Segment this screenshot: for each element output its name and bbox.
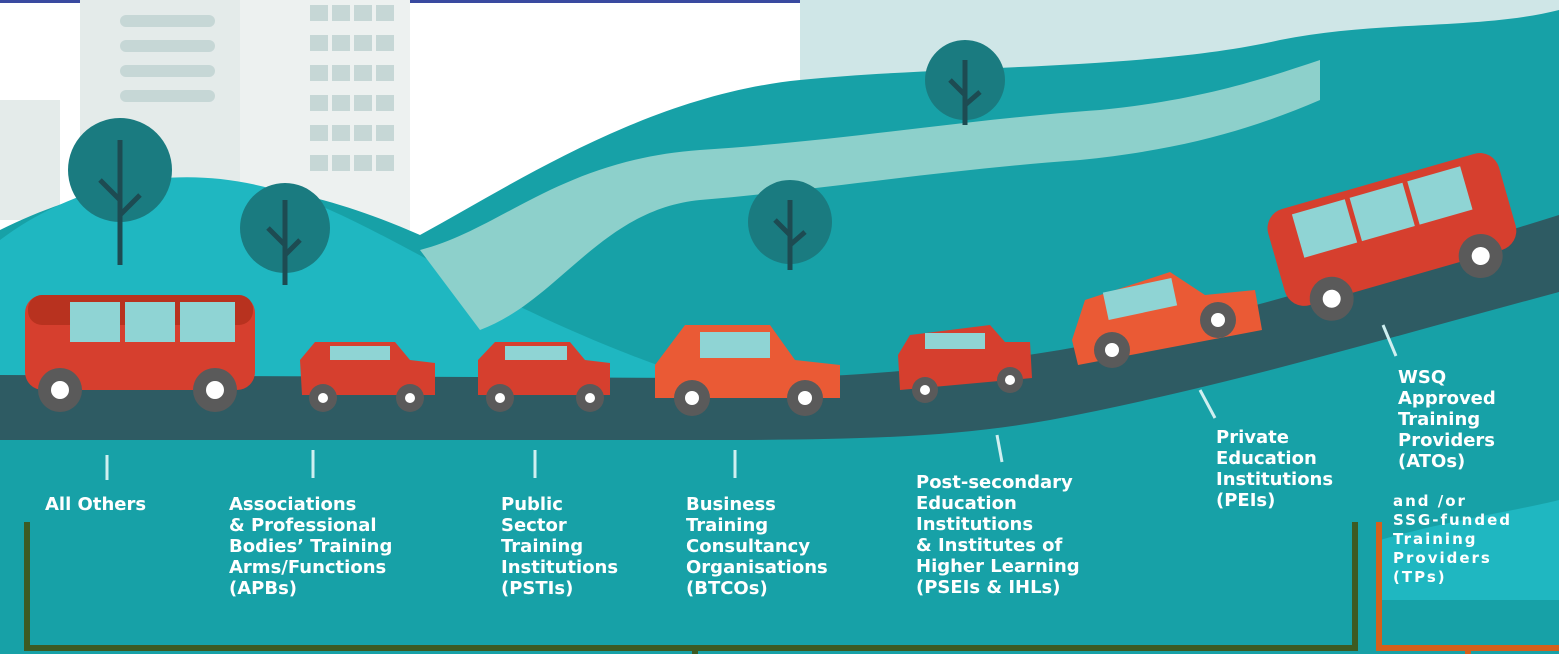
tree-icon	[68, 118, 172, 265]
label-line: Arms/Functions	[229, 557, 387, 578]
label-pstis: Public Sector Training Institutions (PST…	[501, 494, 618, 599]
pointer-atos	[1381, 324, 1398, 357]
label-line: (ATOs)	[1398, 451, 1466, 472]
label-line: Training	[686, 515, 769, 536]
tree-icon	[748, 180, 832, 270]
pointer-pseis	[995, 434, 1004, 463]
label-line: (TPs)	[1393, 568, 1447, 586]
label-line: Post-secondary	[916, 472, 1073, 493]
ground	[0, 440, 1559, 654]
tree-icon	[240, 183, 330, 285]
label-line: Business	[686, 494, 776, 515]
label-line: Higher Learning	[916, 556, 1080, 577]
car-peis	[1072, 272, 1262, 368]
label-line: Institutions	[1216, 469, 1334, 490]
car-pseis	[898, 325, 1032, 403]
label-line: Training	[1393, 530, 1478, 548]
label-line: Organisations	[686, 557, 828, 578]
car-btcos	[655, 325, 840, 416]
path-river	[420, 60, 1320, 330]
label-line: Institutions	[916, 514, 1034, 535]
car-pstis	[478, 342, 610, 412]
label-line: (BTCOs)	[686, 578, 768, 599]
label-line: & Institutes of	[916, 535, 1063, 556]
van-all-others	[25, 295, 255, 412]
building-windows	[120, 5, 394, 171]
label-line: Institutions	[501, 557, 619, 578]
bracket-orange	[1376, 522, 1559, 651]
ground-highlight	[1380, 500, 1559, 600]
building-left	[0, 100, 60, 220]
label-line: (PSTIs)	[501, 578, 574, 599]
label-atos: WSQ Approved Training Providers (ATOs)	[1398, 367, 1496, 472]
label-all-others: All Others	[45, 494, 146, 515]
label-line: All Others	[45, 494, 147, 515]
label-line: Bodies’ Training	[229, 536, 393, 557]
label-line: Providers	[1393, 549, 1492, 567]
label-tps: and /or SSG-funded Training Providers (T…	[1393, 492, 1512, 587]
label-line: Approved	[1398, 388, 1496, 409]
label-peis: Private Education Institutions (PEIs)	[1216, 427, 1333, 511]
label-pseis: Post-secondary Education Institutions & …	[916, 472, 1080, 598]
pointer-peis	[1198, 389, 1217, 419]
label-line: Training	[1398, 409, 1481, 430]
bracket-green	[24, 522, 1358, 651]
car-apbs	[300, 342, 435, 412]
pointer-lines	[105, 324, 1398, 480]
van-atos	[1267, 153, 1517, 321]
trees	[68, 40, 1005, 285]
label-line: (PSEIs & IHLs)	[916, 577, 1061, 598]
label-line: (APBs)	[229, 578, 298, 599]
label-line: WSQ	[1398, 367, 1447, 388]
label-line: Education	[916, 493, 1017, 514]
label-line: and /or	[1393, 492, 1467, 510]
label-line: Public	[501, 494, 563, 515]
label-btcos: Business Training Consultancy Organisati…	[686, 494, 828, 599]
label-line: Sector	[501, 515, 567, 536]
label-apbs: Associations & Professional Bodies’ Trai…	[229, 494, 392, 599]
label-line: (PEIs)	[1216, 490, 1276, 511]
label-line: Private	[1216, 427, 1289, 448]
label-line: Education	[1216, 448, 1317, 469]
label-line: Providers	[1398, 430, 1496, 451]
label-line: SSG-funded	[1393, 511, 1513, 529]
label-line: Associations	[229, 494, 357, 515]
label-line: & Professional	[229, 515, 377, 536]
top-border	[0, 0, 1559, 3]
label-line: Consultancy	[686, 536, 811, 557]
label-line: Training	[501, 536, 584, 557]
tree-icon	[925, 40, 1005, 125]
